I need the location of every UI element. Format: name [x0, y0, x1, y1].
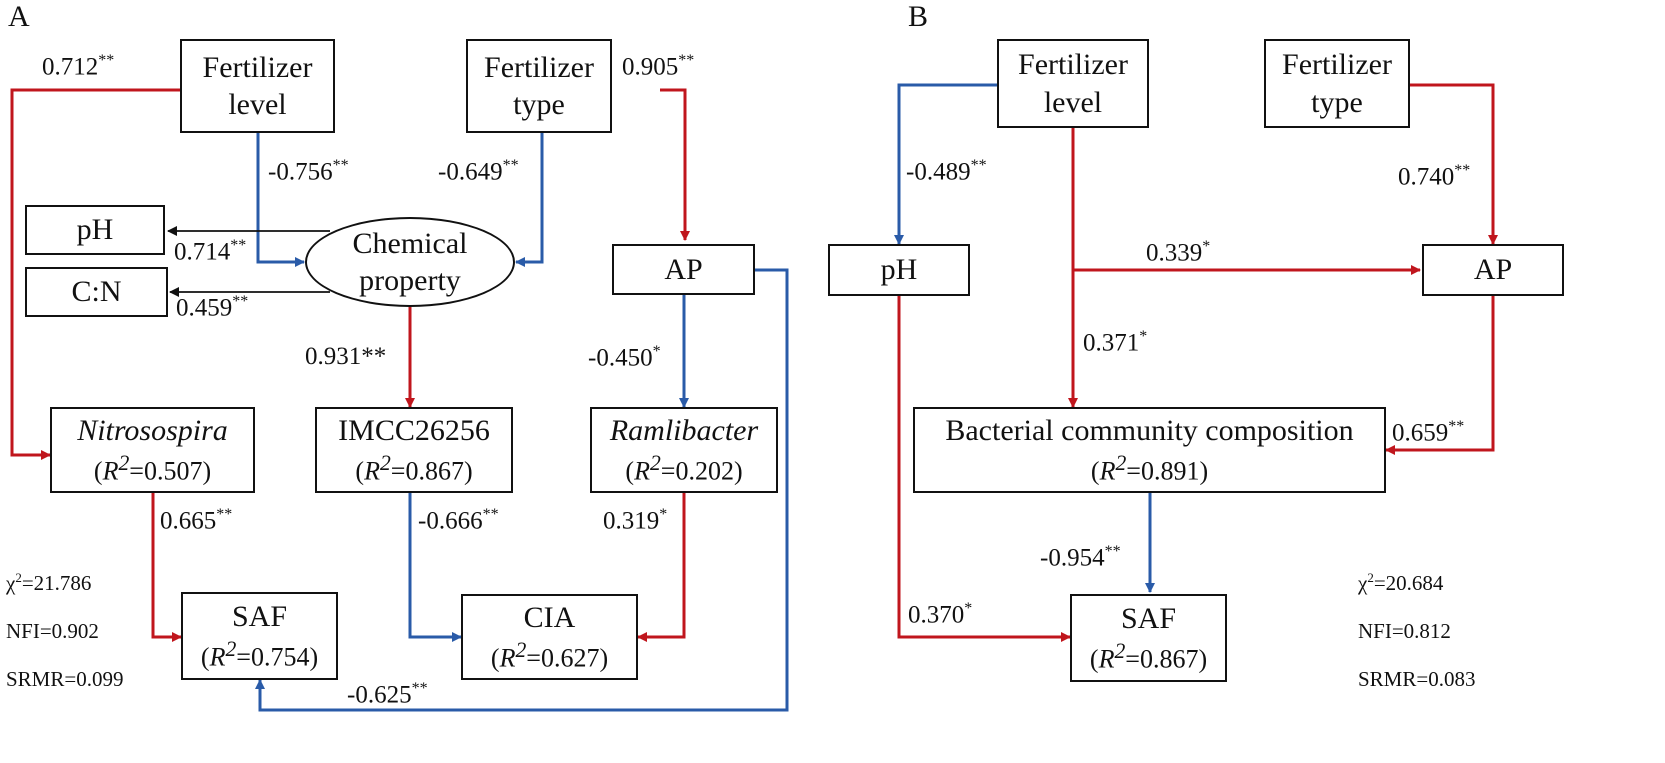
- b-coef-level-bcc: 0.371*: [1083, 328, 1148, 357]
- a-coef-nitro-saf: 0.665**: [160, 506, 233, 535]
- b-fit-nfi: NFI=0.812: [1358, 619, 1451, 643]
- a-nitrosospira-r2: (R2=0.507): [93, 450, 212, 486]
- b-node-bacterial-community: Bacterial community composition (R2=0.89…: [913, 407, 1386, 493]
- b-ph-label: pH: [880, 253, 918, 287]
- a-coef-type-chem: -0.649**: [438, 157, 519, 186]
- a-node-saf: SAF (R2=0.754): [181, 592, 338, 680]
- b-node-saf: SAF (R2=0.867): [1070, 594, 1227, 682]
- a-node-nitrosospira: Nitrosospira (R2=0.507): [50, 407, 255, 493]
- a-fertilizer-type-line2: type: [513, 88, 565, 121]
- a-coef-type-ap: 0.905**: [622, 52, 695, 81]
- a-node-ramlibacter: Ramlibacter (R2=0.202): [590, 407, 778, 493]
- a-node-cia: CIA (R2=0.627): [461, 594, 638, 680]
- a-imcc26256-r2: (R2=0.867): [355, 450, 473, 486]
- path-a-type-chem: [515, 133, 544, 267]
- b-coef-ap-bcc: 0.659**: [1392, 418, 1465, 447]
- a-saf-name: SAF: [231, 600, 288, 634]
- a-fit-chi2: χ2=21.786: [6, 570, 92, 595]
- a-node-fertilizer-level: Fertilizer level: [180, 39, 335, 133]
- path-a-level-nitrosospira: [10, 88, 190, 460]
- a-fit-nfi: NFI=0.902: [6, 619, 99, 643]
- a-coef-chem-ph: 0.714**: [174, 237, 247, 266]
- path-a-imcc-cia: [408, 493, 462, 642]
- a-fertilizer-type-line1: Fertilizer: [484, 50, 594, 84]
- a-ap-label: AP: [664, 252, 703, 286]
- a-node-ph: pH: [25, 205, 165, 255]
- b-fertilizer-type-line2: type: [1311, 85, 1363, 119]
- path-b-ap-bcc: [1385, 296, 1495, 455]
- b-saf-name: SAF: [1120, 602, 1177, 636]
- b-node-ap: AP: [1422, 244, 1564, 296]
- a-node-chemical-property: Chemical property: [305, 217, 515, 307]
- a-coef-chem-imcc: 0.931**: [305, 343, 387, 370]
- b-coef-level-ph: -0.489**: [906, 157, 987, 186]
- a-ramlibacter-r2: (R2=0.202): [625, 450, 743, 486]
- a-coef-ap-ramli: -0.450*: [588, 343, 661, 372]
- b-bacterial-community-name: Bacterial community composition: [945, 414, 1354, 448]
- b-node-ph: pH: [828, 244, 970, 296]
- a-node-fertilizer-type: Fertilizer type: [466, 39, 612, 133]
- a-fertilizer-level-line2: level: [228, 88, 287, 121]
- panel-a-letter: A: [8, 0, 30, 33]
- panel-b-letter: B: [908, 0, 929, 33]
- b-fertilizer-level-line2: level: [1043, 85, 1103, 119]
- b-fit-stats: χ2=20.684 NFI=0.812 SRMR=0.083: [1358, 554, 1475, 703]
- b-node-fertilizer-type: Fertilizer type: [1264, 39, 1410, 128]
- a-cn-label: C:N: [71, 275, 122, 309]
- a-ramlibacter-name: Ramlibacter: [609, 414, 759, 448]
- a-nitrosospira-name: Nitrosospira: [77, 414, 228, 448]
- a-fit-srmr: SRMR=0.099: [6, 667, 124, 691]
- b-fertilizer-level-line1: Fertilizer: [1018, 48, 1128, 81]
- b-fit-chi2: χ2=20.684: [1358, 570, 1444, 595]
- a-coef-chem-cn: 0.459**: [176, 293, 249, 322]
- b-coef-level-ap: 0.339*: [1146, 238, 1211, 267]
- path-a-level-chem: [256, 133, 305, 267]
- path-a-type-ap: [660, 88, 690, 241]
- a-cia-r2: (R2=0.627): [490, 637, 609, 673]
- path-b-level-ph: [894, 83, 997, 245]
- a-coef-level-chem: -0.756**: [268, 157, 349, 186]
- path-a-nitro-saf: [151, 493, 182, 642]
- a-cia-name: CIA: [523, 601, 576, 635]
- a-coef-ramli-cia: 0.319*: [603, 506, 668, 535]
- a-fertilizer-level-line1: Fertilizer: [202, 50, 313, 84]
- b-bacterial-community-r2: (R2=0.891): [1090, 450, 1209, 486]
- a-ph-label: pH: [76, 213, 114, 247]
- path-a-ramli-cia: [637, 493, 686, 642]
- a-node-cn: C:N: [25, 267, 168, 317]
- path-b-type-ap: [1410, 83, 1498, 245]
- a-chemical-property-line1: Chemical: [352, 226, 468, 260]
- b-fertilizer-type-line1: Fertilizer: [1282, 48, 1392, 81]
- path-a-ap-saf: [255, 268, 789, 712]
- b-coef-ph-saf: 0.370*: [908, 600, 973, 629]
- path-b-ph-saf: [897, 296, 1071, 642]
- b-coef-bcc-saf: -0.954**: [1040, 543, 1121, 572]
- b-fit-srmr: SRMR=0.083: [1358, 667, 1476, 691]
- a-coef-ap-saf: -0.625**: [347, 680, 428, 709]
- a-fit-stats: χ2=21.786 NFI=0.902 SRMR=0.099: [6, 554, 123, 703]
- b-saf-r2: (R2=0.867): [1089, 638, 1208, 674]
- a-saf-r2: (R2=0.754): [200, 636, 319, 672]
- a-coef-level-nitrosospira: 0.712**: [42, 52, 115, 81]
- b-coef-type-ap: 0.740**: [1398, 162, 1471, 191]
- a-chemical-property-line2: property: [359, 264, 461, 297]
- a-node-ap: AP: [612, 244, 755, 295]
- a-node-imcc26256: IMCC26256 (R2=0.867): [315, 407, 513, 493]
- b-node-fertilizer-level: Fertilizer level: [997, 39, 1149, 128]
- a-coef-imcc-cia: -0.666**: [418, 506, 499, 535]
- b-ap-label: AP: [1473, 253, 1513, 287]
- a-imcc26256-name: IMCC26256: [338, 414, 490, 448]
